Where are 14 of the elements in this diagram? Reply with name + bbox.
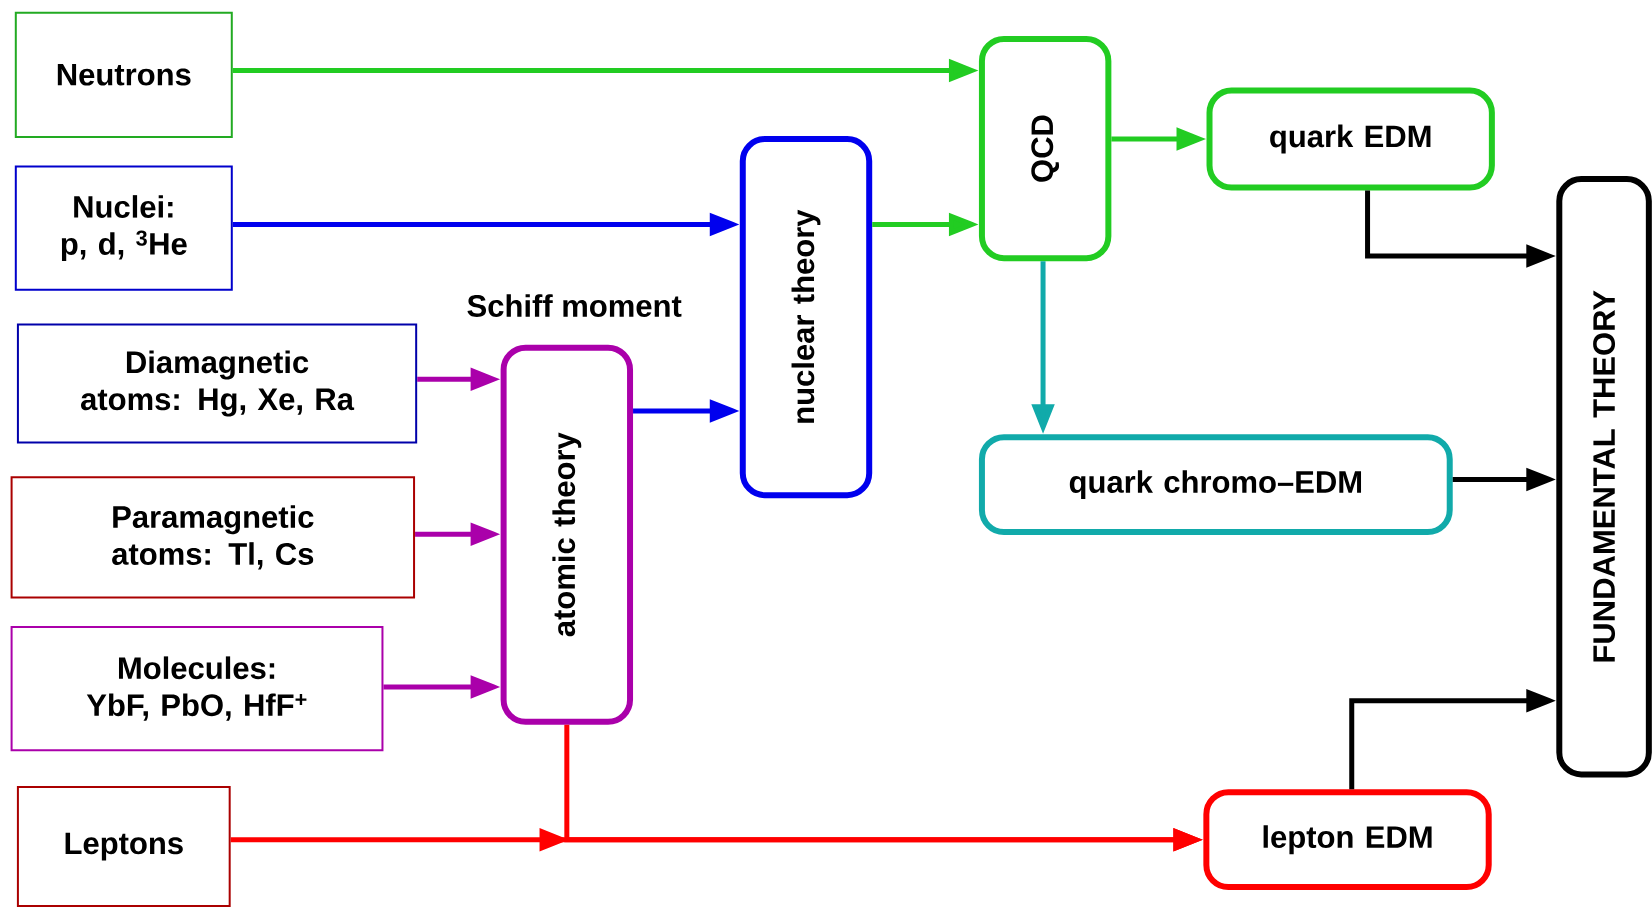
theory-box: QCD [978,36,1112,262]
theory-box: quark chromo–EDM [978,434,1453,536]
theory-box: nuclear theory [739,136,873,499]
source-box: Molecules: YbF, PbO, HfF$^{+}$ [10,625,384,752]
source-box: Leptons [16,786,231,908]
source-box: Diamagnetic atoms: Hg, Xe, Ra [16,323,418,444]
source-box: Paramagnetic atoms: Tl, Cs [10,476,416,599]
source-box: Neutrons [14,11,233,138]
source-box: Nuclei: p, d, $^{3}$He [14,165,233,291]
theory-box: quark EDM [1206,87,1495,191]
theory-box: atomic theory [500,344,634,725]
theory-box: lepton EDM [1203,789,1492,891]
annotation-label: Schiff moment [467,294,682,317]
theory-box: FUNDAMENTAL THEORY [1556,176,1652,778]
